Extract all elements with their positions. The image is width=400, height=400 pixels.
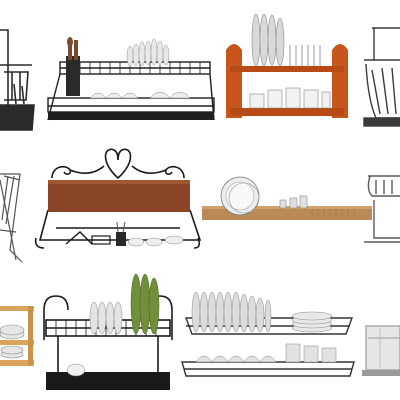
rack-wood-tray-plates xyxy=(202,176,372,220)
rack-two-tier-green-plates xyxy=(43,273,173,390)
rack-two-tier-black-wire xyxy=(47,37,215,121)
rack-wall-wire-left-partial xyxy=(0,29,35,131)
rack-two-tier-orange-wood xyxy=(226,13,348,118)
rack-wall-wood-scroll xyxy=(34,148,202,249)
rack-folding-wire-left-partial xyxy=(0,173,23,263)
rack-chrome-right-partial xyxy=(364,175,400,243)
rack-box-right-partial xyxy=(362,325,400,376)
rack-long-two-tier-plates xyxy=(181,291,355,377)
rack-hanging-basket-right-partial xyxy=(363,27,400,127)
rack-wood-shelf-left-partial xyxy=(0,306,34,366)
